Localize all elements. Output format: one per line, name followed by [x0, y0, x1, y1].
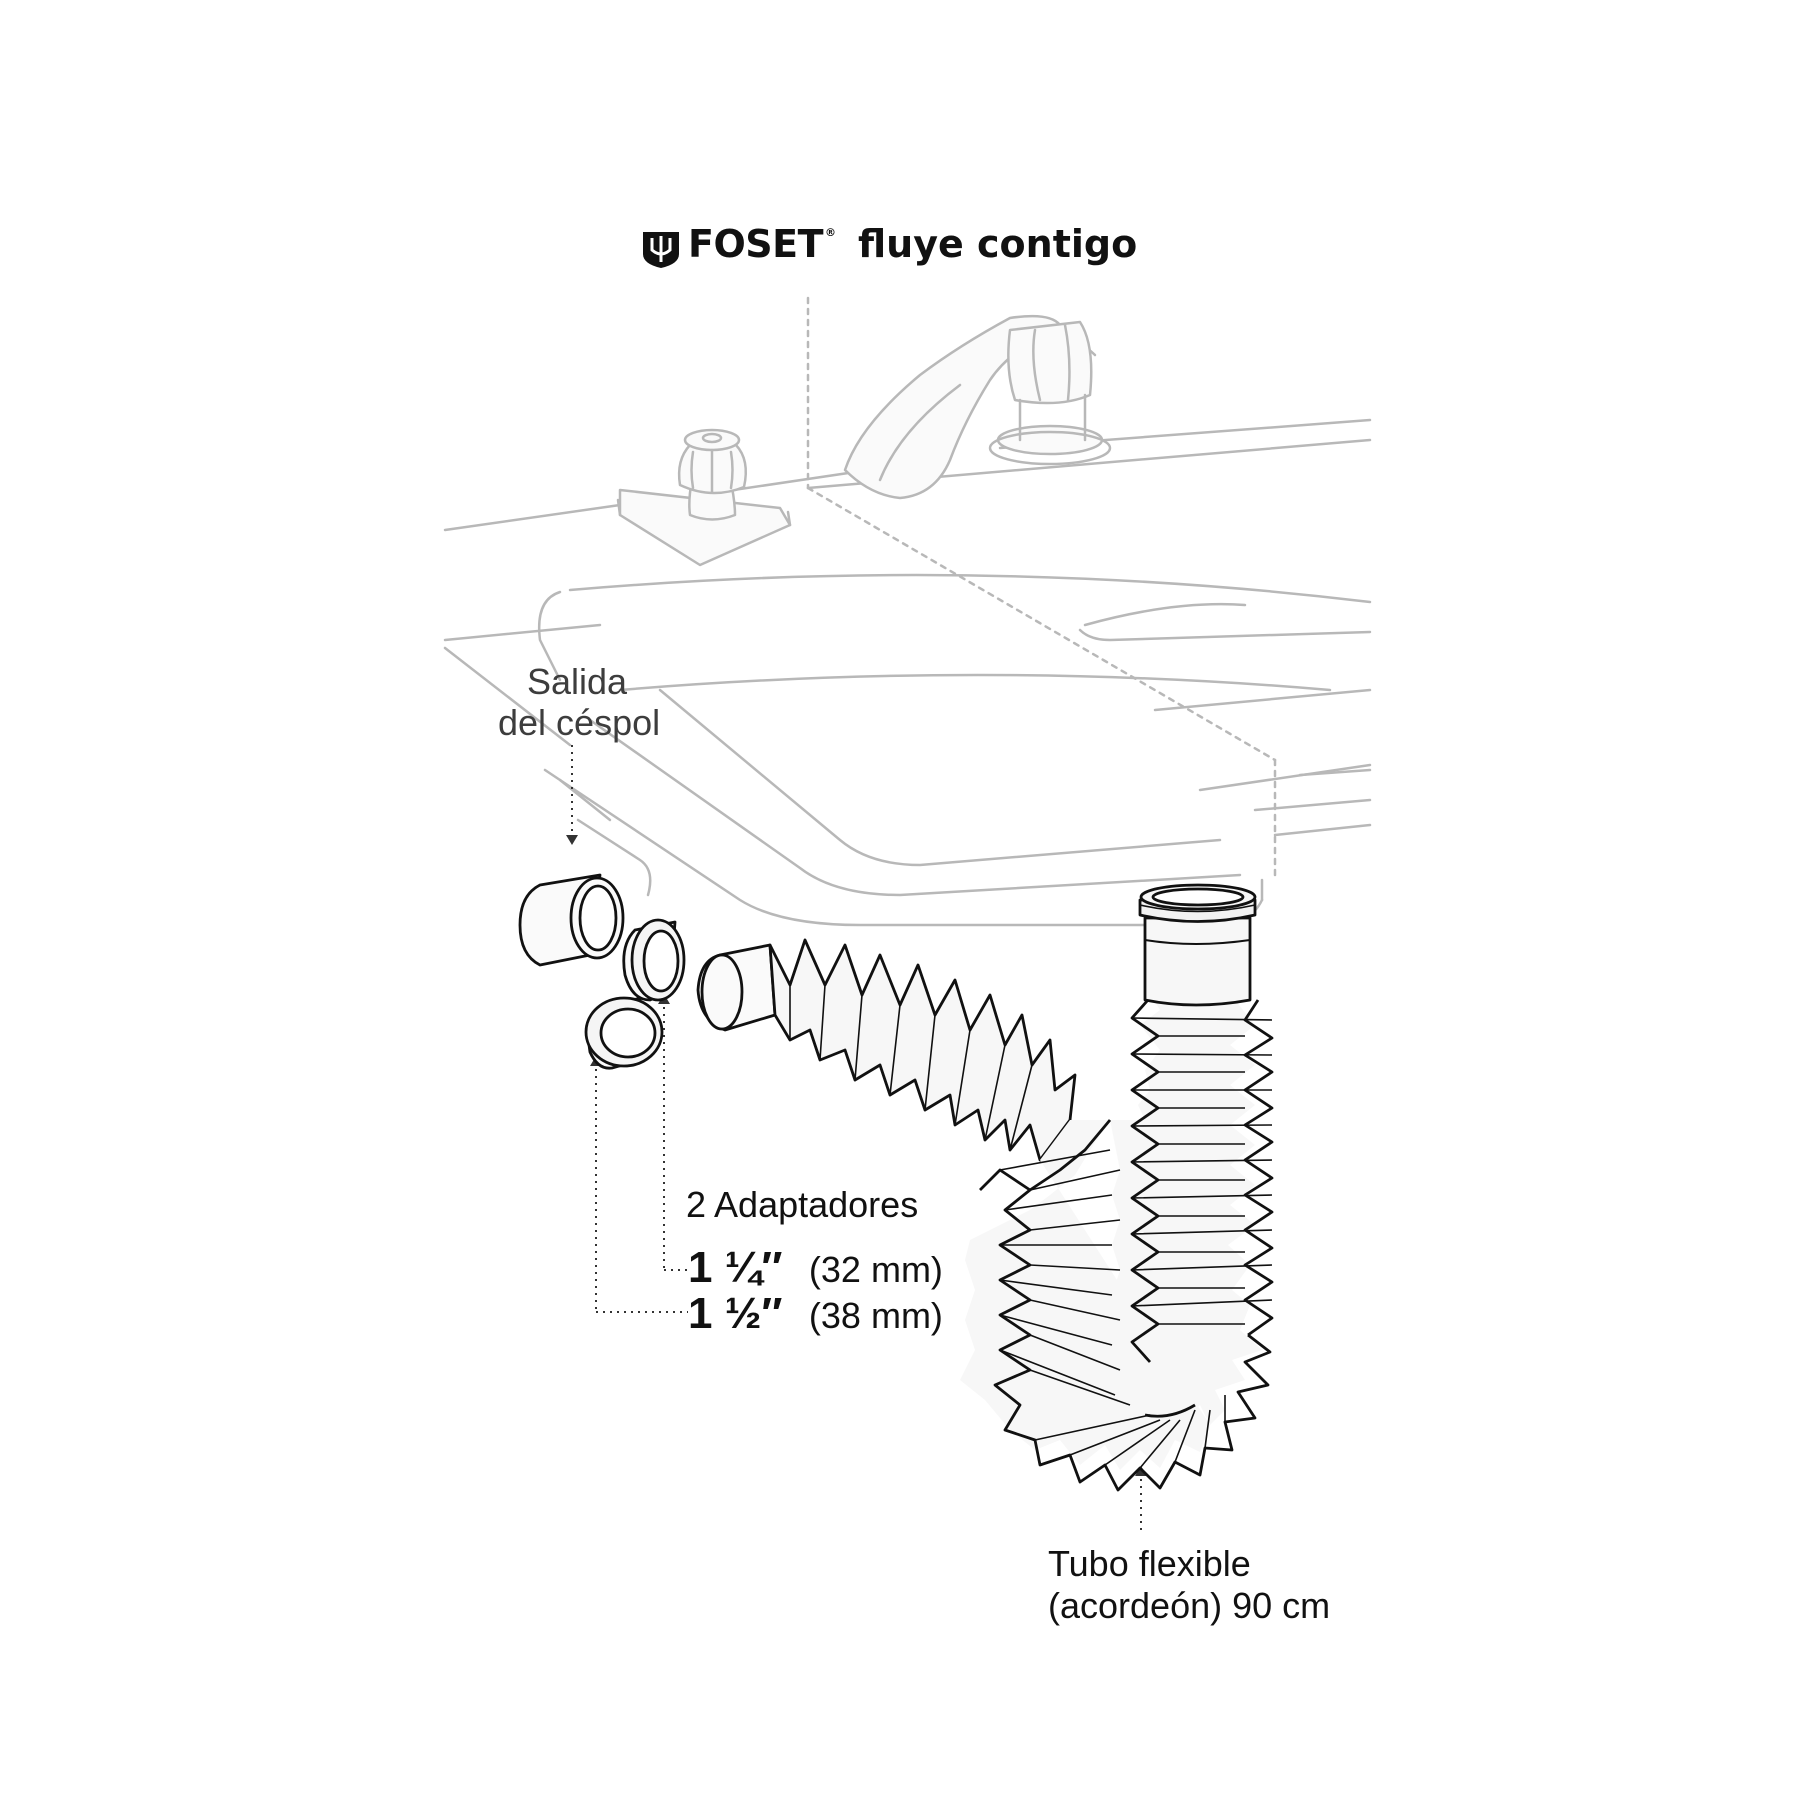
- brand-name: FOSET: [688, 222, 824, 266]
- adapter-2-size: 1 ½″: [688, 1289, 783, 1338]
- parts: [518, 873, 1274, 1492]
- adaptadores-title: 2 Adaptadores: [686, 1184, 919, 1225]
- adapter-2-row: 1 ½″ (38 mm): [688, 1292, 943, 1336]
- sink-illustration: [443, 296, 1372, 927]
- tubo-label-line2: (acordeón) 90 cm: [1048, 1585, 1331, 1626]
- trident-shield-icon: [643, 232, 679, 268]
- adapter-1-half-part: [584, 996, 664, 1070]
- adapter-1-row: 1 ¼″ (32 mm): [688, 1246, 943, 1290]
- registered-mark: ®: [825, 226, 837, 239]
- adapter-2-mm: (38 mm): [808, 1295, 943, 1336]
- adapter-1-size: 1 ¼″: [688, 1243, 783, 1292]
- tubo-label-line1: Tubo flexible: [1048, 1543, 1251, 1584]
- flexible-tube-part: [696, 883, 1274, 1492]
- adapter-1-mm: (32 mm): [808, 1249, 943, 1290]
- adapter-1-quarter-part: [622, 918, 686, 1002]
- leader-lines: [571, 745, 1142, 1530]
- brand-header: FOSET ® fluye contigo: [640, 222, 1137, 266]
- salida-pipe-part: [518, 873, 625, 967]
- tagline: fluye contigo: [858, 222, 1138, 266]
- salida-label-line1: Salida: [527, 661, 628, 702]
- salida-label-line2: del céspol: [498, 702, 661, 743]
